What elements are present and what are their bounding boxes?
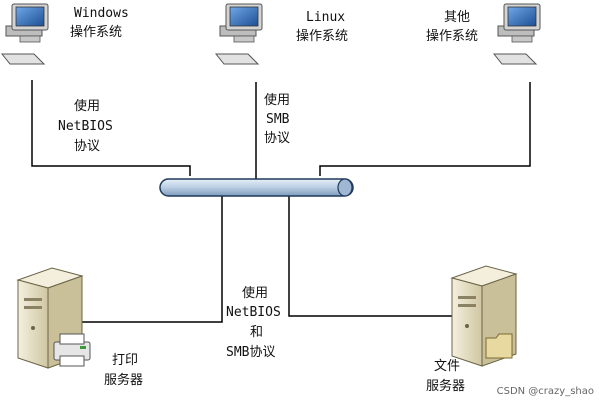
smb-link-label-line3: 协议 bbox=[264, 131, 290, 146]
netbios-smb-link-label: 使用 NetBIOS 和 SMB协议 bbox=[226, 285, 281, 360]
smb-link-label-line1: 使用 bbox=[264, 92, 290, 108]
netbios-smb-link-label-line3: 和 bbox=[250, 325, 263, 340]
netbios-link-label-line1: 使用 bbox=[74, 98, 100, 114]
print-server-link-line bbox=[75, 196, 223, 323]
file-server-label: 文件 服务器 bbox=[426, 359, 465, 394]
print-server-label-line1: 打印 bbox=[112, 353, 138, 368]
smb-link-label: 使用 SMB 协议 bbox=[264, 92, 290, 146]
file-server-label-line2: 服务器 bbox=[426, 378, 465, 394]
netbios-link-label-line3: 协议 bbox=[74, 139, 100, 154]
print-server-label: 打印 服务器 bbox=[104, 353, 143, 388]
windows-computer-icon bbox=[0, 3, 49, 65]
file-server-link-line bbox=[288, 196, 460, 317]
netbios-smb-link-label-line2: NetBIOS bbox=[226, 305, 281, 320]
netbios-link-label-line2: NetBIOS bbox=[58, 119, 113, 134]
linux-computer-icon bbox=[214, 3, 263, 65]
smb-link-label-line2: SMB bbox=[266, 112, 290, 127]
other-os-label-line2: 操作系统 bbox=[426, 28, 478, 44]
netbios-link-label: 使用 NetBIOS 协议 bbox=[58, 98, 113, 154]
linux-os-label: Linux 操作系统 bbox=[296, 10, 348, 44]
netbios-smb-link-label-line4: SMB协议 bbox=[226, 345, 275, 360]
other-os-label-line1: 其他 bbox=[444, 10, 470, 25]
other-link-line bbox=[319, 82, 531, 176]
windows-os-label-line1: Windows bbox=[74, 6, 129, 21]
file-server-label-line1: 文件 bbox=[434, 359, 460, 374]
network-bus bbox=[159, 178, 354, 197]
connection-lines bbox=[31, 80, 531, 323]
windows-link-line bbox=[31, 80, 191, 176]
watermark: CSDN @crazy_shao bbox=[497, 386, 594, 397]
windows-os-label-line2: 操作系统 bbox=[70, 24, 122, 40]
folder-icon bbox=[485, 333, 513, 359]
windows-os-label: Windows 操作系统 bbox=[70, 6, 129, 40]
netbios-smb-link-label-line1: 使用 bbox=[242, 285, 268, 301]
linux-os-label-line1: Linux bbox=[306, 10, 345, 25]
linux-os-label-line2: 操作系统 bbox=[296, 28, 348, 44]
print-server-label-line2: 服务器 bbox=[104, 372, 143, 388]
other-os-label: 其他 操作系统 bbox=[426, 10, 478, 44]
printer-icon bbox=[53, 333, 91, 367]
other-computer-icon bbox=[492, 3, 541, 65]
